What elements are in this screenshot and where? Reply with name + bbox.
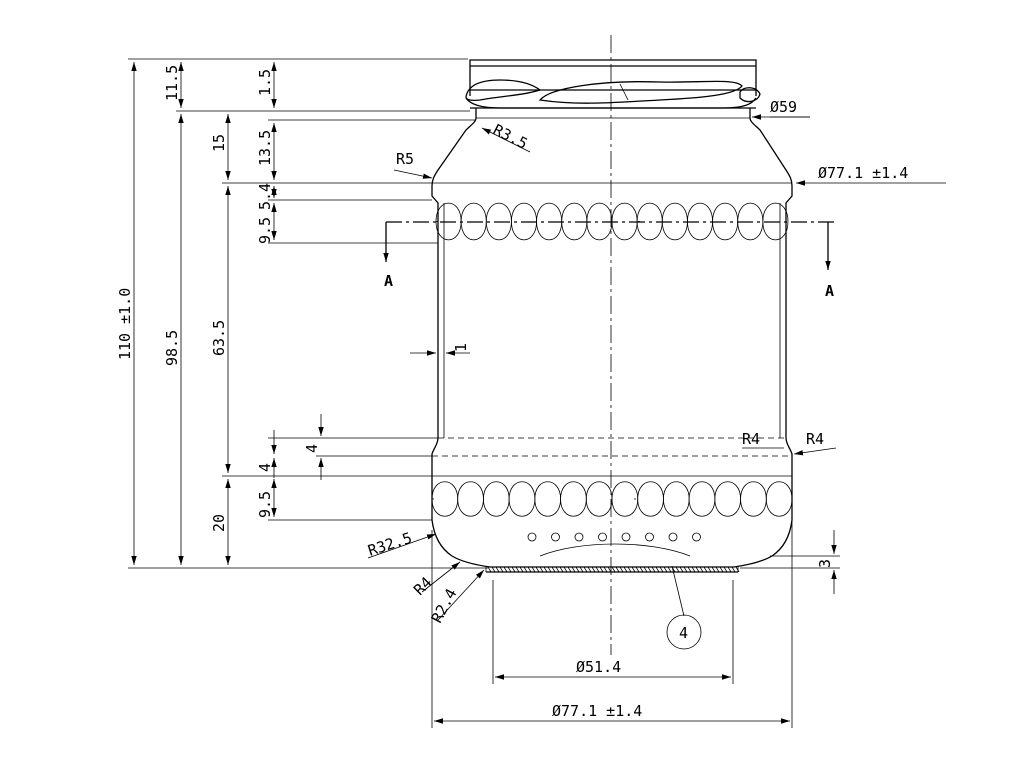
jar-wall-left — [431, 108, 491, 568]
dim-top-1-5: 1.5 — [256, 69, 274, 96]
dim-band-9-5-bot: 9.5 — [256, 491, 274, 518]
dim-r5: R5 — [396, 150, 414, 168]
dim-r2-4: R2.4 — [428, 586, 461, 626]
dim-band-5-4: 5.4 — [256, 183, 274, 210]
stipple-dots — [527, 532, 701, 542]
dim-base-3: 3 — [816, 559, 834, 568]
dim-20: 20 — [210, 514, 228, 532]
dim-r3-5: R3.5 — [490, 121, 530, 153]
diameter-dimensions: Ø59 Ø77.1 ±1.4 Ø51.4 Ø77.1 ±1.4 — [431, 98, 946, 728]
dim-body-height: 98.5 — [163, 330, 181, 366]
section-line-a: A A — [383, 221, 838, 300]
radius-callouts: R3.5 R5 R4 R4 R32.5 R4 R2.4 3 4 — [366, 121, 840, 650]
lug-finish — [465, 59, 761, 109]
dim-15: 15 — [210, 134, 228, 152]
dim-r4-inner: R4 — [742, 430, 760, 448]
dim-r4-outer: R4 — [806, 430, 824, 448]
dim-dia-77-bot: Ø77.1 ±1.4 — [552, 702, 642, 720]
dim-lower-4a: 4 — [303, 444, 321, 453]
vertical-dimensions: 110 ±1.0 98.5 11.5 63.5 15 20 1.5 13.5 5… — [116, 58, 488, 569]
dim-finish-11-5: 11.5 — [163, 65, 181, 101]
dim-shoulder-13-5: 13.5 — [256, 130, 274, 166]
jar-wall-right — [733, 108, 793, 568]
dim-63-5: 63.5 — [210, 320, 228, 356]
dim-r32-5: R32.5 — [366, 529, 415, 560]
dim-total-height: 110 ±1.0 — [116, 288, 134, 360]
jar-outline — [431, 35, 793, 655]
section-label-left: A — [384, 272, 393, 290]
dim-band-9-5-top: 9.5 — [256, 217, 274, 244]
section-label-right: A — [825, 282, 834, 300]
balloon-4: 4 — [679, 624, 688, 642]
dim-dia-77-top: Ø77.1 ±1.4 — [818, 164, 908, 182]
dim-dia-51-4: Ø51.4 — [576, 658, 621, 676]
base-knurl — [487, 566, 740, 573]
dim-lower-4b: 4 — [256, 463, 274, 472]
dim-dia-59: Ø59 — [770, 98, 797, 116]
dim-wall-1: 1 — [452, 343, 470, 352]
lower-decor-band — [431, 481, 793, 517]
